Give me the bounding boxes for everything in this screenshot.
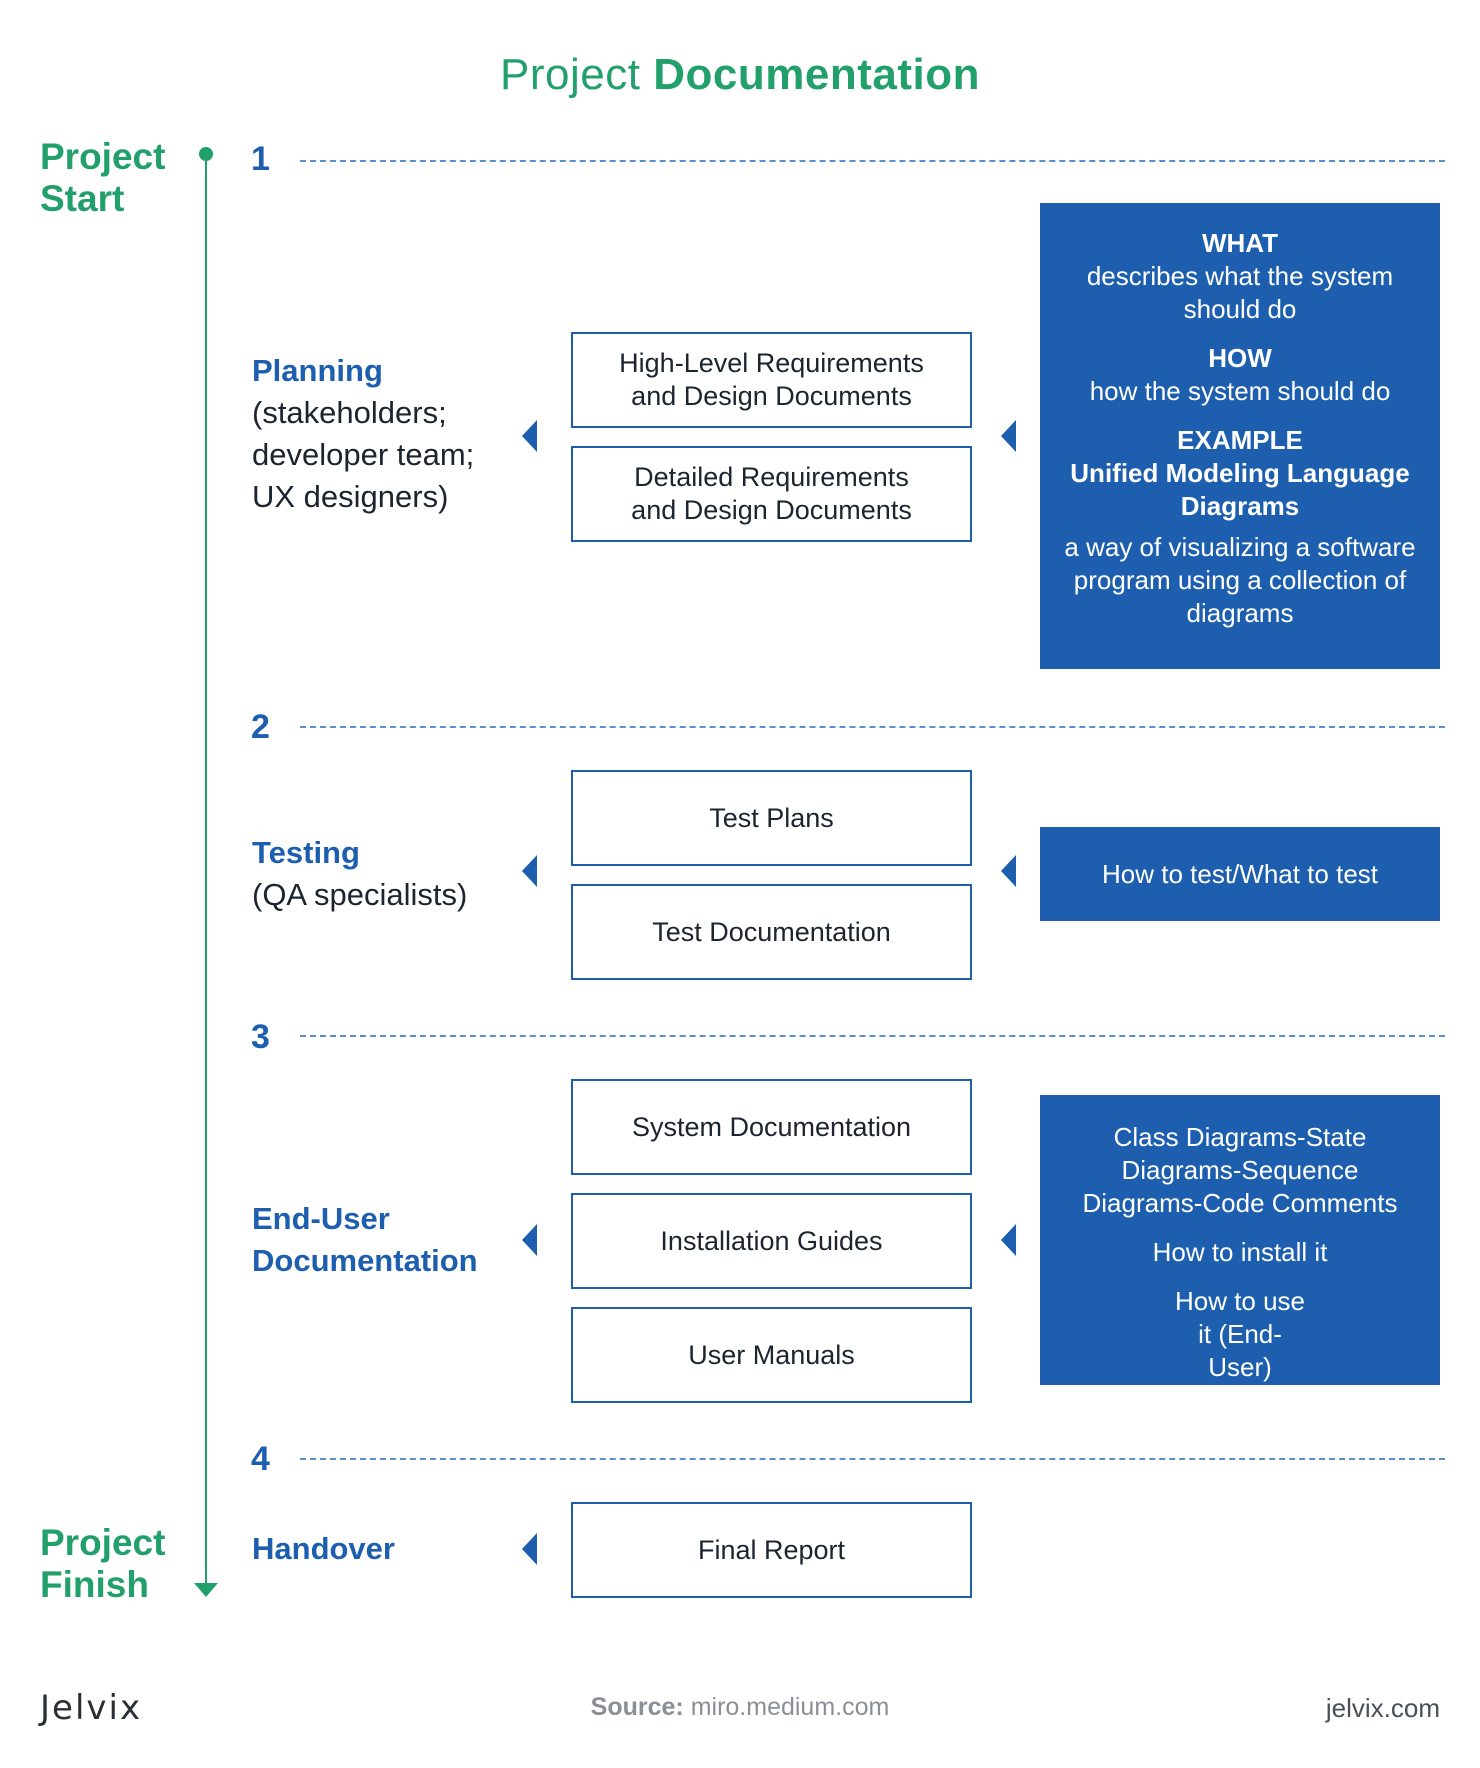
- title-part2: Documentation: [653, 50, 980, 99]
- page-title: Project Documentation: [0, 50, 1480, 100]
- milestone-finish-line2: Finish: [40, 1564, 149, 1605]
- arrow-left-icon: [522, 1533, 537, 1565]
- milestone-start-line2: Start: [40, 178, 125, 219]
- phase-testing-subtitle: (QA specialists): [252, 877, 468, 912]
- step-number-4: 4: [251, 1440, 270, 1478]
- phase-handover-title: Handover: [252, 1531, 395, 1566]
- step-divider-2: [300, 726, 1445, 728]
- info-box-planning: WHAT describes what the system should do…: [1040, 203, 1440, 669]
- arrow-left-icon: [1001, 420, 1016, 452]
- info-testing-text: How to test/What to test: [1102, 858, 1378, 889]
- phase-testing-title: Testing: [252, 835, 360, 870]
- step-number-1: 1: [251, 140, 270, 178]
- doc-box-installation-guides: Installation Guides: [571, 1193, 972, 1289]
- phase-enduser-title: End-User Documentation: [252, 1201, 478, 1278]
- arrow-left-icon: [522, 1224, 537, 1256]
- info-example-title: EXAMPLE: [1177, 425, 1303, 455]
- info-box-testing: How to test/What to test: [1040, 827, 1440, 921]
- phase-handover: Handover: [252, 1528, 395, 1570]
- milestone-finish: Project Finish: [40, 1522, 165, 1606]
- arrow-left-icon: [1001, 855, 1016, 887]
- step-number-2: 2: [251, 708, 270, 746]
- step-divider-3: [300, 1035, 1445, 1037]
- info-enduser-use: How to use it (End-User): [1174, 1286, 1306, 1382]
- milestone-start-line1: Project: [40, 136, 166, 177]
- footer-source: Source: miro.medium.com: [0, 1693, 1480, 1722]
- phase-planning-subtitle: (stakeholders; developer team; UX design…: [252, 395, 475, 514]
- step-divider-4: [300, 1458, 1445, 1460]
- timeline-arrow-down-icon: [194, 1583, 218, 1597]
- phase-testing: Testing (QA specialists): [252, 832, 467, 916]
- phase-planning: Planning (stakeholders; developer team; …: [252, 350, 474, 518]
- arrow-left-icon: [522, 855, 537, 887]
- info-enduser-install: How to install it: [1152, 1237, 1328, 1267]
- doc-box-system-documentation: System Documentation: [571, 1079, 972, 1175]
- step-divider-1: [300, 160, 1445, 162]
- info-enduser-diagrams: Class Diagrams-State Diagrams-Sequence D…: [1082, 1122, 1398, 1218]
- step-number-3: 3: [251, 1018, 270, 1056]
- phase-enduser: End-User Documentation: [252, 1198, 478, 1282]
- phase-planning-title: Planning: [252, 353, 383, 388]
- info-what-text: describes what the system should do: [1086, 261, 1394, 324]
- info-example-text: a way of visualizing a software program …: [1064, 532, 1416, 628]
- timeline-start-dot: [199, 147, 213, 161]
- info-box-enduser: Class Diagrams-State Diagrams-Sequence D…: [1040, 1095, 1440, 1385]
- footer-url: jelvix.com: [1325, 1693, 1440, 1723]
- title-part1: Project: [500, 50, 641, 99]
- doc-box-test-documentation: Test Documentation: [571, 884, 972, 980]
- doc-box-high-level-requirements: High-Level Requirements and Design Docum…: [571, 332, 972, 428]
- doc-box-detailed-requirements: Detailed Requirements and Design Documen…: [571, 446, 972, 542]
- milestone-start: Project Start: [40, 136, 165, 220]
- arrow-left-icon: [1001, 1224, 1016, 1256]
- doc-box-final-report: Final Report: [571, 1502, 972, 1598]
- footer-source-label: Source:: [590, 1693, 684, 1721]
- info-how-text: how the system should do: [1089, 376, 1391, 406]
- jelvix-logo: Jelvix: [40, 1688, 143, 1728]
- info-example-subtitle: Unified Modeling Language Diagrams: [1070, 458, 1410, 521]
- arrow-left-icon: [522, 420, 537, 452]
- info-what-title: WHAT: [1201, 228, 1279, 258]
- milestone-finish-line1: Project: [40, 1522, 166, 1563]
- footer-source-value: miro.medium.com: [690, 1693, 890, 1721]
- info-how-title: HOW: [1208, 343, 1272, 373]
- doc-box-test-plans: Test Plans: [571, 770, 972, 866]
- timeline-line: [205, 154, 207, 1584]
- doc-box-user-manuals: User Manuals: [571, 1307, 972, 1403]
